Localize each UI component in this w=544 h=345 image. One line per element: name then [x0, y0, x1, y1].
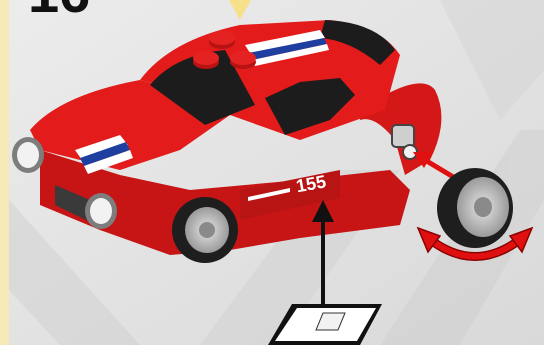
page-border	[0, 0, 9, 345]
front-wheel	[172, 197, 238, 263]
step-number: 16	[28, 0, 90, 24]
loose-wheel	[437, 168, 513, 248]
